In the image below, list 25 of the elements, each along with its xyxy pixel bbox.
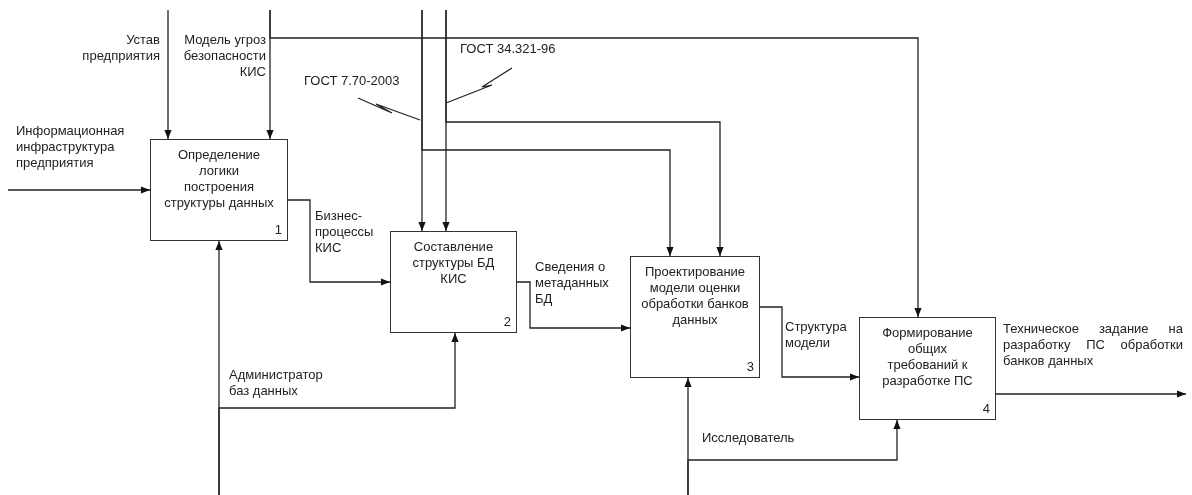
arrow <box>687 419 901 495</box>
process-name: Формирование общих требований к разработке ПС <box>881 325 974 389</box>
arrow <box>759 306 860 381</box>
arrow <box>516 281 631 332</box>
arrow <box>995 390 1187 398</box>
process-box <box>390 231 517 333</box>
arrow <box>287 199 391 286</box>
process-name: Составление структуры БД КИС <box>411 239 496 287</box>
box-number: 1 <box>274 222 282 237</box>
process-name: Определение логики построения структуры данных <box>163 147 275 211</box>
arrow <box>218 332 459 495</box>
process-name: Проектирование модели оценки обработки банков данных <box>640 264 750 328</box>
arrow <box>445 9 724 257</box>
edge-label: Техническое задание на разработку ПС обработки банков данных <box>1003 321 1183 369</box>
arrow <box>7 186 151 194</box>
arrow <box>269 9 922 318</box>
box-number: 2 <box>503 314 511 329</box>
arrow <box>421 9 674 257</box>
process-box <box>630 256 760 378</box>
arrow <box>164 9 172 140</box>
box-number: 3 <box>746 359 754 374</box>
process-box <box>859 317 996 420</box>
edge-label: Устав предприятия <box>82 32 160 64</box>
box-number: 4 <box>982 401 990 416</box>
process-box <box>150 139 288 241</box>
